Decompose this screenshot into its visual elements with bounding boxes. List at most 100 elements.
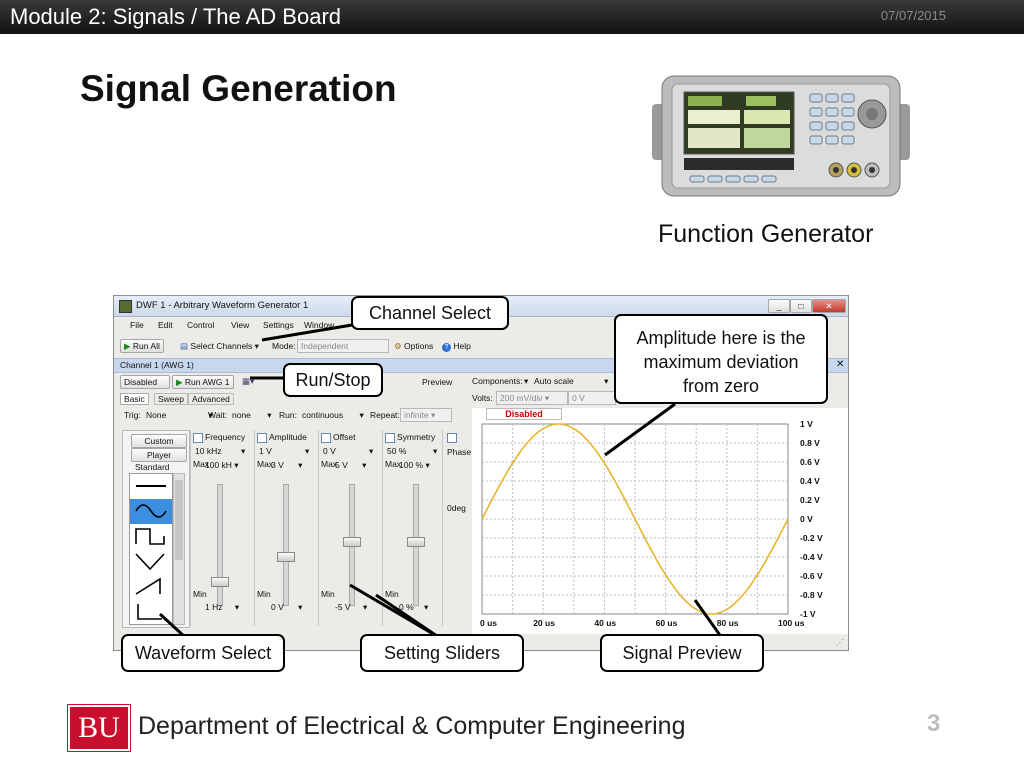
function-generator-caption: Function Generator <box>658 220 874 248</box>
volts-offset-field[interactable]: 0 V <box>568 391 616 405</box>
param-column-symmetry: Symmetry 50 %▾ Max 100 % ▾ Min 0 % ▾ <box>382 430 443 626</box>
slide-header-title: Module 2: Signals / The AD Board <box>10 4 342 29</box>
wait-label: Wait: <box>208 410 228 420</box>
run-awg-button[interactable]: ▶ Run AWG 1 <box>172 375 234 389</box>
symmetry-value-select[interactable]: 50 %▾ <box>387 446 438 456</box>
amplitude-max-value[interactable]: 3 V ▾ <box>271 460 303 470</box>
callout-amplitude-note: Amplitude here is the maximum deviation … <box>614 314 828 404</box>
channel-tab[interactable]: Channel 1 (AWG 1) <box>120 360 194 370</box>
y-tick-label: -0.8 V <box>800 590 823 600</box>
offset-checkbox[interactable]: Offset <box>321 432 356 443</box>
param-column-frequency: Frequency 10 kHz▾ Max 100 kH ▾ Min 1 Hz … <box>190 430 251 626</box>
tab-basic[interactable]: Basic <box>120 393 149 405</box>
x-tick-label: 60 us <box>656 618 678 628</box>
y-tick-label: 1 V <box>800 419 813 429</box>
offset-slider-knob[interactable] <box>343 537 361 547</box>
channel-enable-button[interactable]: Disabled <box>120 375 170 389</box>
frequency-max-value[interactable]: 100 kH ▾ <box>205 460 239 470</box>
callout-run-stop: Run/Stop <box>283 363 383 397</box>
y-tick-label: 0.6 V <box>800 457 820 467</box>
frequency-value-select[interactable]: 10 kHz▾ <box>195 446 246 456</box>
x-tick-label: 20 us <box>533 618 555 628</box>
menu-window[interactable]: Window <box>304 320 335 330</box>
close-button[interactable]: ✕ <box>812 299 846 313</box>
repeat-select[interactable]: infinite ▾ <box>400 408 452 422</box>
components-dropdown-icon[interactable]: ▾ <box>524 376 529 386</box>
param-column-phase: Phase 0deg <box>442 430 471 626</box>
amplitude-checkbox[interactable]: Amplitude <box>257 432 307 443</box>
components-select[interactable]: Auto scale ▾ <box>534 376 609 386</box>
symmetry-slider-knob[interactable] <box>407 537 425 547</box>
maximize-button[interactable]: □ <box>790 299 812 313</box>
waveform-list-scrollbar[interactable] <box>173 473 185 625</box>
waveform-custom-button[interactable]: Custom <box>131 434 187 448</box>
waveform-rampup-icon[interactable] <box>130 574 172 599</box>
minimize-button[interactable]: _ <box>768 299 790 313</box>
offset-value-select[interactable]: 0 V▾ <box>323 446 374 456</box>
symmetry-min-value[interactable]: 0 % ▾ <box>399 602 429 612</box>
waveform-sine-icon[interactable] <box>130 499 172 524</box>
amplitude-slider-track[interactable] <box>283 484 289 606</box>
signal-trace <box>481 423 789 615</box>
run-all-button[interactable]: ▶ Run All <box>120 339 164 353</box>
frequency-slider-knob[interactable] <box>211 577 229 587</box>
amplitude-min-label: Min <box>257 589 271 599</box>
play-icon: ▶ <box>176 377 183 387</box>
waveform-player-button[interactable]: Player <box>131 448 187 462</box>
menu-settings[interactable]: Settings <box>263 320 294 330</box>
slide-date: 07/07/2015 <box>880 8 946 23</box>
toolbar: ▶ Run All ▤ Select Channels ▾ Mode: Inde… <box>114 338 848 354</box>
amplitude-slider-knob[interactable] <box>277 552 295 562</box>
run-label: Run: <box>279 410 297 420</box>
amplitude-min-value[interactable]: 0 V ▾ <box>271 602 303 612</box>
waveform-rampdown-icon[interactable] <box>130 599 172 624</box>
menu-edit[interactable]: Edit <box>158 320 173 330</box>
resize-grip-icon[interactable]: ⋰ <box>836 638 844 647</box>
tab-sweep[interactable]: Sweep <box>154 393 188 405</box>
symmetry-checkbox[interactable]: Symmetry <box>385 432 435 443</box>
slide-title: Signal Generation <box>80 68 397 109</box>
channel-close-icon[interactable]: ✕ <box>836 359 845 370</box>
select-channels-button[interactable]: ▤ Select Channels ▾ <box>180 341 259 351</box>
amplitude-value-select[interactable]: 1 V▾ <box>259 446 310 456</box>
volts-per-div-select[interactable]: 200 mV/div ▾ <box>496 391 568 405</box>
slide-header-bar: Module 2: Signals / The AD Board 07/07/2… <box>0 0 1024 34</box>
options-icon: ⚙ <box>394 341 402 351</box>
y-tick-label: -0.6 V <box>800 571 823 581</box>
menu-control[interactable]: Control <box>187 320 215 330</box>
run-select[interactable]: continuous ▾ <box>302 410 364 420</box>
mode-select[interactable]: Independent <box>297 339 389 353</box>
x-tick-label: 100 us <box>778 618 805 628</box>
trig-label: Trig: <box>124 410 141 420</box>
trig-select[interactable]: None ▾ <box>146 410 213 420</box>
frequency-slider-track[interactable] <box>217 484 223 606</box>
channels-icon: ▤ <box>180 341 189 351</box>
department-name: Department of Electrical & Computer Engi… <box>138 712 686 740</box>
channel-settings-icon[interactable]: ▦▾ <box>242 376 255 386</box>
help-button[interactable]: ? Help <box>442 341 471 352</box>
frequency-min-value[interactable]: 1 Hz ▾ <box>205 602 240 612</box>
window-title: DWF 1 - Arbitrary Waveform Generator 1 <box>136 300 309 311</box>
menu-file[interactable]: File <box>130 320 144 330</box>
callout-waveform-select: Waveform Select <box>121 634 285 672</box>
menu-view[interactable]: View <box>231 320 250 330</box>
waveform-panel: Custom Player Standard <box>122 430 190 628</box>
frequency-checkbox[interactable]: Frequency <box>193 432 245 443</box>
tab-advanced[interactable]: Advanced <box>188 393 234 405</box>
param-column-amplitude: Amplitude 1 V▾ Max 3 V ▾ Min 0 V ▾ <box>254 430 315 626</box>
symmetry-max-value[interactable]: 100 % ▾ <box>399 460 430 470</box>
waveform-triangle-icon[interactable] <box>130 549 172 574</box>
wait-select[interactable]: none ▾ <box>232 410 272 420</box>
y-tick-label: 0 V <box>800 514 813 524</box>
offset-min-value[interactable]: -5 V ▾ <box>335 602 368 612</box>
page-number: 3 <box>927 710 941 737</box>
waveform-dc-icon[interactable] <box>130 474 172 499</box>
symmetry-min-label: Min <box>385 589 399 599</box>
offset-max-value[interactable]: 5 V ▾ <box>335 460 367 470</box>
options-button[interactable]: ⚙ Options <box>394 341 434 351</box>
play-icon: ▶ <box>124 341 131 351</box>
waveform-square-icon[interactable] <box>130 524 172 549</box>
phase-checkbox[interactable] <box>447 432 459 443</box>
